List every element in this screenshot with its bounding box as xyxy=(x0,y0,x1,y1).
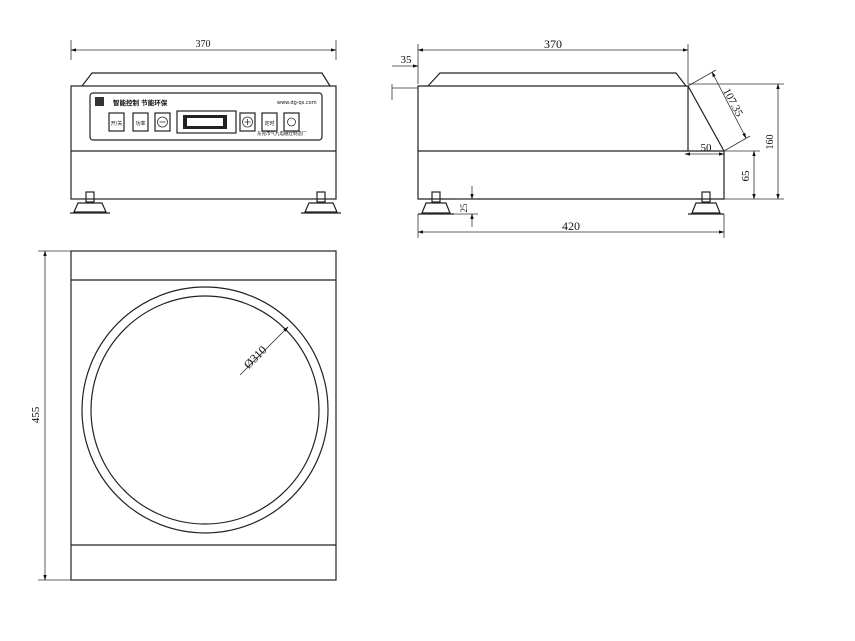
side-lid xyxy=(427,72,687,87)
cooking-surface-outer xyxy=(81,286,329,534)
timer-button[interactable] xyxy=(261,112,278,132)
power-level-button[interactable] xyxy=(132,112,149,132)
svg-text:开/关: 开/关 xyxy=(111,120,123,127)
standby-button[interactable] xyxy=(283,112,300,132)
front-width-label: 370 xyxy=(196,39,211,50)
cooking-surface-inner xyxy=(90,295,320,525)
slant-label: 107.35 xyxy=(720,86,745,119)
panel-url-text: www.dg-qs.com xyxy=(277,100,317,106)
top-body-outline xyxy=(70,250,337,581)
lower-height-label: 65 xyxy=(740,170,752,182)
front-view: 370 智能控制 节能环保 www.dg-qs.com 东莞市气九电磁灶制造厂 … xyxy=(70,39,341,214)
base-inset-label: 50 xyxy=(701,142,713,154)
plus-icon xyxy=(242,116,253,128)
svg-text:功率: 功率 xyxy=(135,120,145,127)
standby-icon xyxy=(287,117,296,127)
increase-button[interactable] xyxy=(239,112,256,132)
side-left-foot xyxy=(418,191,454,215)
side-body xyxy=(417,85,725,200)
svg-text:定时: 定时 xyxy=(264,120,274,127)
foot-height-label: 25 xyxy=(459,203,469,213)
front-body xyxy=(70,85,337,200)
front-lid xyxy=(81,72,331,87)
depth-label: 455 xyxy=(30,406,42,423)
panel-brand-text: 智能控制 节能环保 xyxy=(113,98,168,107)
side-offset-label: 35 xyxy=(401,54,413,66)
front-left-foot xyxy=(70,191,110,214)
overall-label: 420 xyxy=(562,219,580,233)
display-frame xyxy=(176,110,237,134)
side-top-label: 370 xyxy=(544,37,562,51)
panel-company-text: 东莞市气九电磁灶制造厂 xyxy=(257,130,307,137)
side-view: 370 35 107.35 50 160 65 xyxy=(391,37,784,238)
top-view: Ø310 455 xyxy=(30,250,337,581)
diameter-label: Ø310 xyxy=(241,343,270,372)
side-right-foot xyxy=(688,191,724,215)
slant-dimension-line xyxy=(711,71,747,139)
control-panel xyxy=(89,92,323,141)
height-label: 160 xyxy=(765,135,776,150)
decrease-button[interactable] xyxy=(154,112,171,132)
front-right-foot xyxy=(301,191,341,214)
diameter-leader xyxy=(239,326,289,376)
brand-logo xyxy=(95,97,104,106)
minus-icon xyxy=(157,116,168,128)
power-toggle-button[interactable] xyxy=(108,112,125,132)
